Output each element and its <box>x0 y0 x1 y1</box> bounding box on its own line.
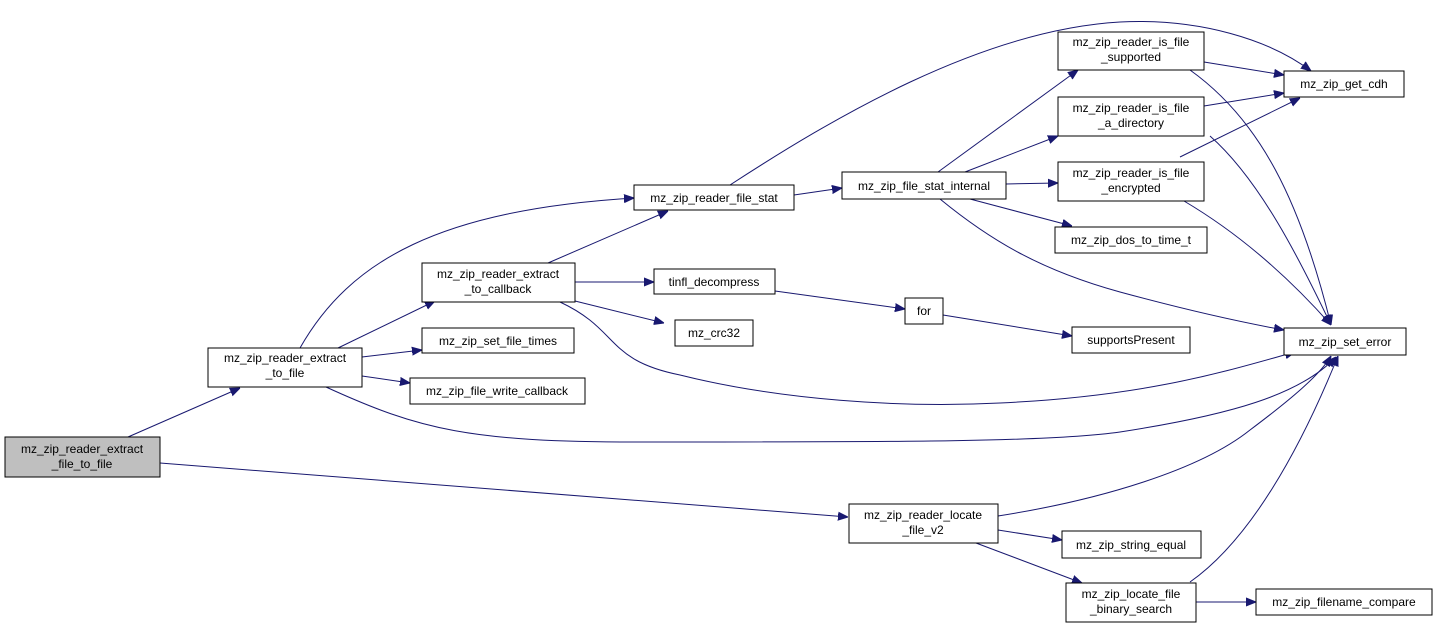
edge-file-stat-to-file-stat-internal <box>793 188 842 196</box>
edge-extract-to-file-to-set-error <box>325 357 1336 443</box>
node-label-line: _encrypted <box>1100 181 1160 195</box>
edge-locate-file-v2-to-string-equal <box>997 529 1062 540</box>
node-mz-zip-dos-to-time-t[interactable]: mz_zip_dos_to_time_t <box>1054 226 1208 254</box>
edge-extract-to-file-to-file-write-callback <box>361 375 410 383</box>
node-tinfl-decompress[interactable]: tinfl_decompress <box>653 268 776 295</box>
node-label-line: mz_zip_reader_is_file <box>1073 35 1190 49</box>
node-mz-zip-set-error[interactable]: mz_zip_set_error <box>1283 327 1407 356</box>
node-mz-zip-reader-is-file-a-directory[interactable]: mz_zip_reader_is_file _a_directory <box>1057 96 1205 137</box>
node-mz-zip-reader-is-file-supported[interactable]: mz_zip_reader_is_file _supported <box>1057 31 1205 71</box>
edge-file-stat-internal-to-set-error <box>939 198 1284 330</box>
edge-is-file-a-directory-to-set-error <box>1209 135 1331 325</box>
node-mz-zip-reader-extract-to-callback[interactable]: mz_zip_reader_extract _to_callback <box>421 262 576 303</box>
node-mz-zip-set-file-times[interactable]: mz_zip_set_file_times <box>421 327 575 354</box>
node-mz-zip-file-stat-internal[interactable]: mz_zip_file_stat_internal <box>841 171 1007 200</box>
node-label-line: mz_crc32 <box>688 326 740 340</box>
node-label-line: mz_zip_locate_file <box>1082 587 1181 601</box>
edge-file-stat-internal-to-is-file-supported <box>937 70 1078 173</box>
node-mz-zip-reader-extract-to-file[interactable]: mz_zip_reader_extract _to_file <box>207 347 363 388</box>
node-label-line: _to_file <box>265 366 305 380</box>
node-label-line: mz_zip_reader_is_file <box>1073 166 1190 180</box>
node-label-line: _supported <box>1100 50 1161 64</box>
node-mz-zip-filename-compare[interactable]: mz_zip_filename_compare <box>1255 588 1433 616</box>
node-mz-zip-reader-extract-file-to-file[interactable]: mz_zip_reader_extract _file_to_file <box>4 436 161 478</box>
edge-is-file-encrypted-to-set-error <box>1183 200 1331 325</box>
edge-locate-file-v2-to-set-error <box>997 356 1331 517</box>
node-label-line: mz_zip_reader_extract <box>224 351 347 365</box>
edge-binary-search-to-set-error <box>1189 356 1338 583</box>
nodes: mz_zip_reader_extract _file_to_file mz_z… <box>4 31 1433 623</box>
edge-is-file-encrypted-to-get-cdh <box>1179 98 1300 158</box>
node-label-line: _to_callback <box>464 282 533 296</box>
edge-file-stat-internal-to-is-file-a-directory <box>964 136 1058 173</box>
edge-for-to-supports-present <box>942 314 1072 336</box>
node-label-line: mz_zip_string_equal <box>1076 538 1186 552</box>
edge-file-stat-to-get-cdh <box>729 21 1311 186</box>
edge-file-stat-internal-to-is-file-encrypted <box>1005 183 1058 184</box>
node-label-line: mz_zip_reader_extract <box>437 267 560 281</box>
edge-extract-to-callback-to-file-stat <box>547 211 668 264</box>
edge-root-to-locate-file-v2 <box>159 462 848 517</box>
node-mz-zip-get-cdh[interactable]: mz_zip_get_cdh <box>1283 70 1405 98</box>
node-label-line: mz_zip_file_write_callback <box>426 384 569 398</box>
edge-extract-to-callback-to-set-error <box>559 301 1295 405</box>
edge-root-to-extract-to-file <box>127 388 240 438</box>
node-label-line: mz_zip_get_cdh <box>1300 77 1387 91</box>
node-label-line: mz_zip_reader_extract <box>21 442 144 456</box>
edge-extract-to-file-to-file-stat <box>299 198 634 349</box>
node-label-line: _file_v2 <box>901 523 944 537</box>
node-label-line: mz_zip_set_file_times <box>439 334 557 348</box>
node-label-line: _a_directory <box>1097 116 1164 130</box>
node-label-line: mz_zip_filename_compare <box>1272 595 1416 609</box>
node-label-line: mz_zip_reader_is_file <box>1073 101 1190 115</box>
edge-locate-file-v2-to-binary-search <box>975 542 1082 583</box>
edge-extract-to-file-to-set-file-times <box>361 350 422 358</box>
edge-extract-to-callback-to-crc32 <box>574 300 664 323</box>
edges <box>127 21 1338 602</box>
node-supports-present[interactable]: supportsPresent <box>1071 326 1191 354</box>
edge-is-file-supported-to-get-cdh <box>1203 61 1284 75</box>
node-for[interactable]: for <box>904 297 944 325</box>
node-mz-crc32[interactable]: mz_crc32 <box>674 319 754 347</box>
edge-is-file-a-directory-to-get-cdh <box>1203 93 1284 107</box>
node-label-line: mz_zip_reader_locate <box>864 508 982 522</box>
edge-is-file-supported-to-set-error <box>1189 69 1331 325</box>
node-mz-zip-reader-locate-file-v2[interactable]: mz_zip_reader_locate _file_v2 <box>848 503 999 544</box>
node-label-line: _binary_search <box>1089 602 1172 616</box>
edge-tinfl-decompress-to-for <box>774 290 905 309</box>
node-label-line: mz_zip_set_error <box>1299 335 1392 349</box>
node-label-line: _file_to_file <box>51 457 113 471</box>
node-label-line: for <box>917 304 931 318</box>
node-label-line: mz_zip_reader_file_stat <box>650 191 778 205</box>
node-mz-zip-string-equal[interactable]: mz_zip_string_equal <box>1061 530 1202 559</box>
node-mz-zip-file-write-callback[interactable]: mz_zip_file_write_callback <box>409 377 586 405</box>
node-label-line: tinfl_decompress <box>669 275 760 289</box>
node-label-line: supportsPresent <box>1087 333 1175 347</box>
node-mz-zip-locate-file-binary-search[interactable]: mz_zip_locate_file _binary_search <box>1065 582 1197 623</box>
edge-extract-to-file-to-extract-to-callback <box>337 301 435 349</box>
node-label-line: mz_zip_dos_to_time_t <box>1071 233 1192 247</box>
node-mz-zip-reader-file-stat[interactable]: mz_zip_reader_file_stat <box>633 184 795 211</box>
node-mz-zip-reader-is-file-encrypted[interactable]: mz_zip_reader_is_file _encrypted <box>1057 161 1205 202</box>
node-label-line: mz_zip_file_stat_internal <box>858 179 990 193</box>
edge-file-stat-internal-to-dos-to-time-t <box>969 198 1072 226</box>
